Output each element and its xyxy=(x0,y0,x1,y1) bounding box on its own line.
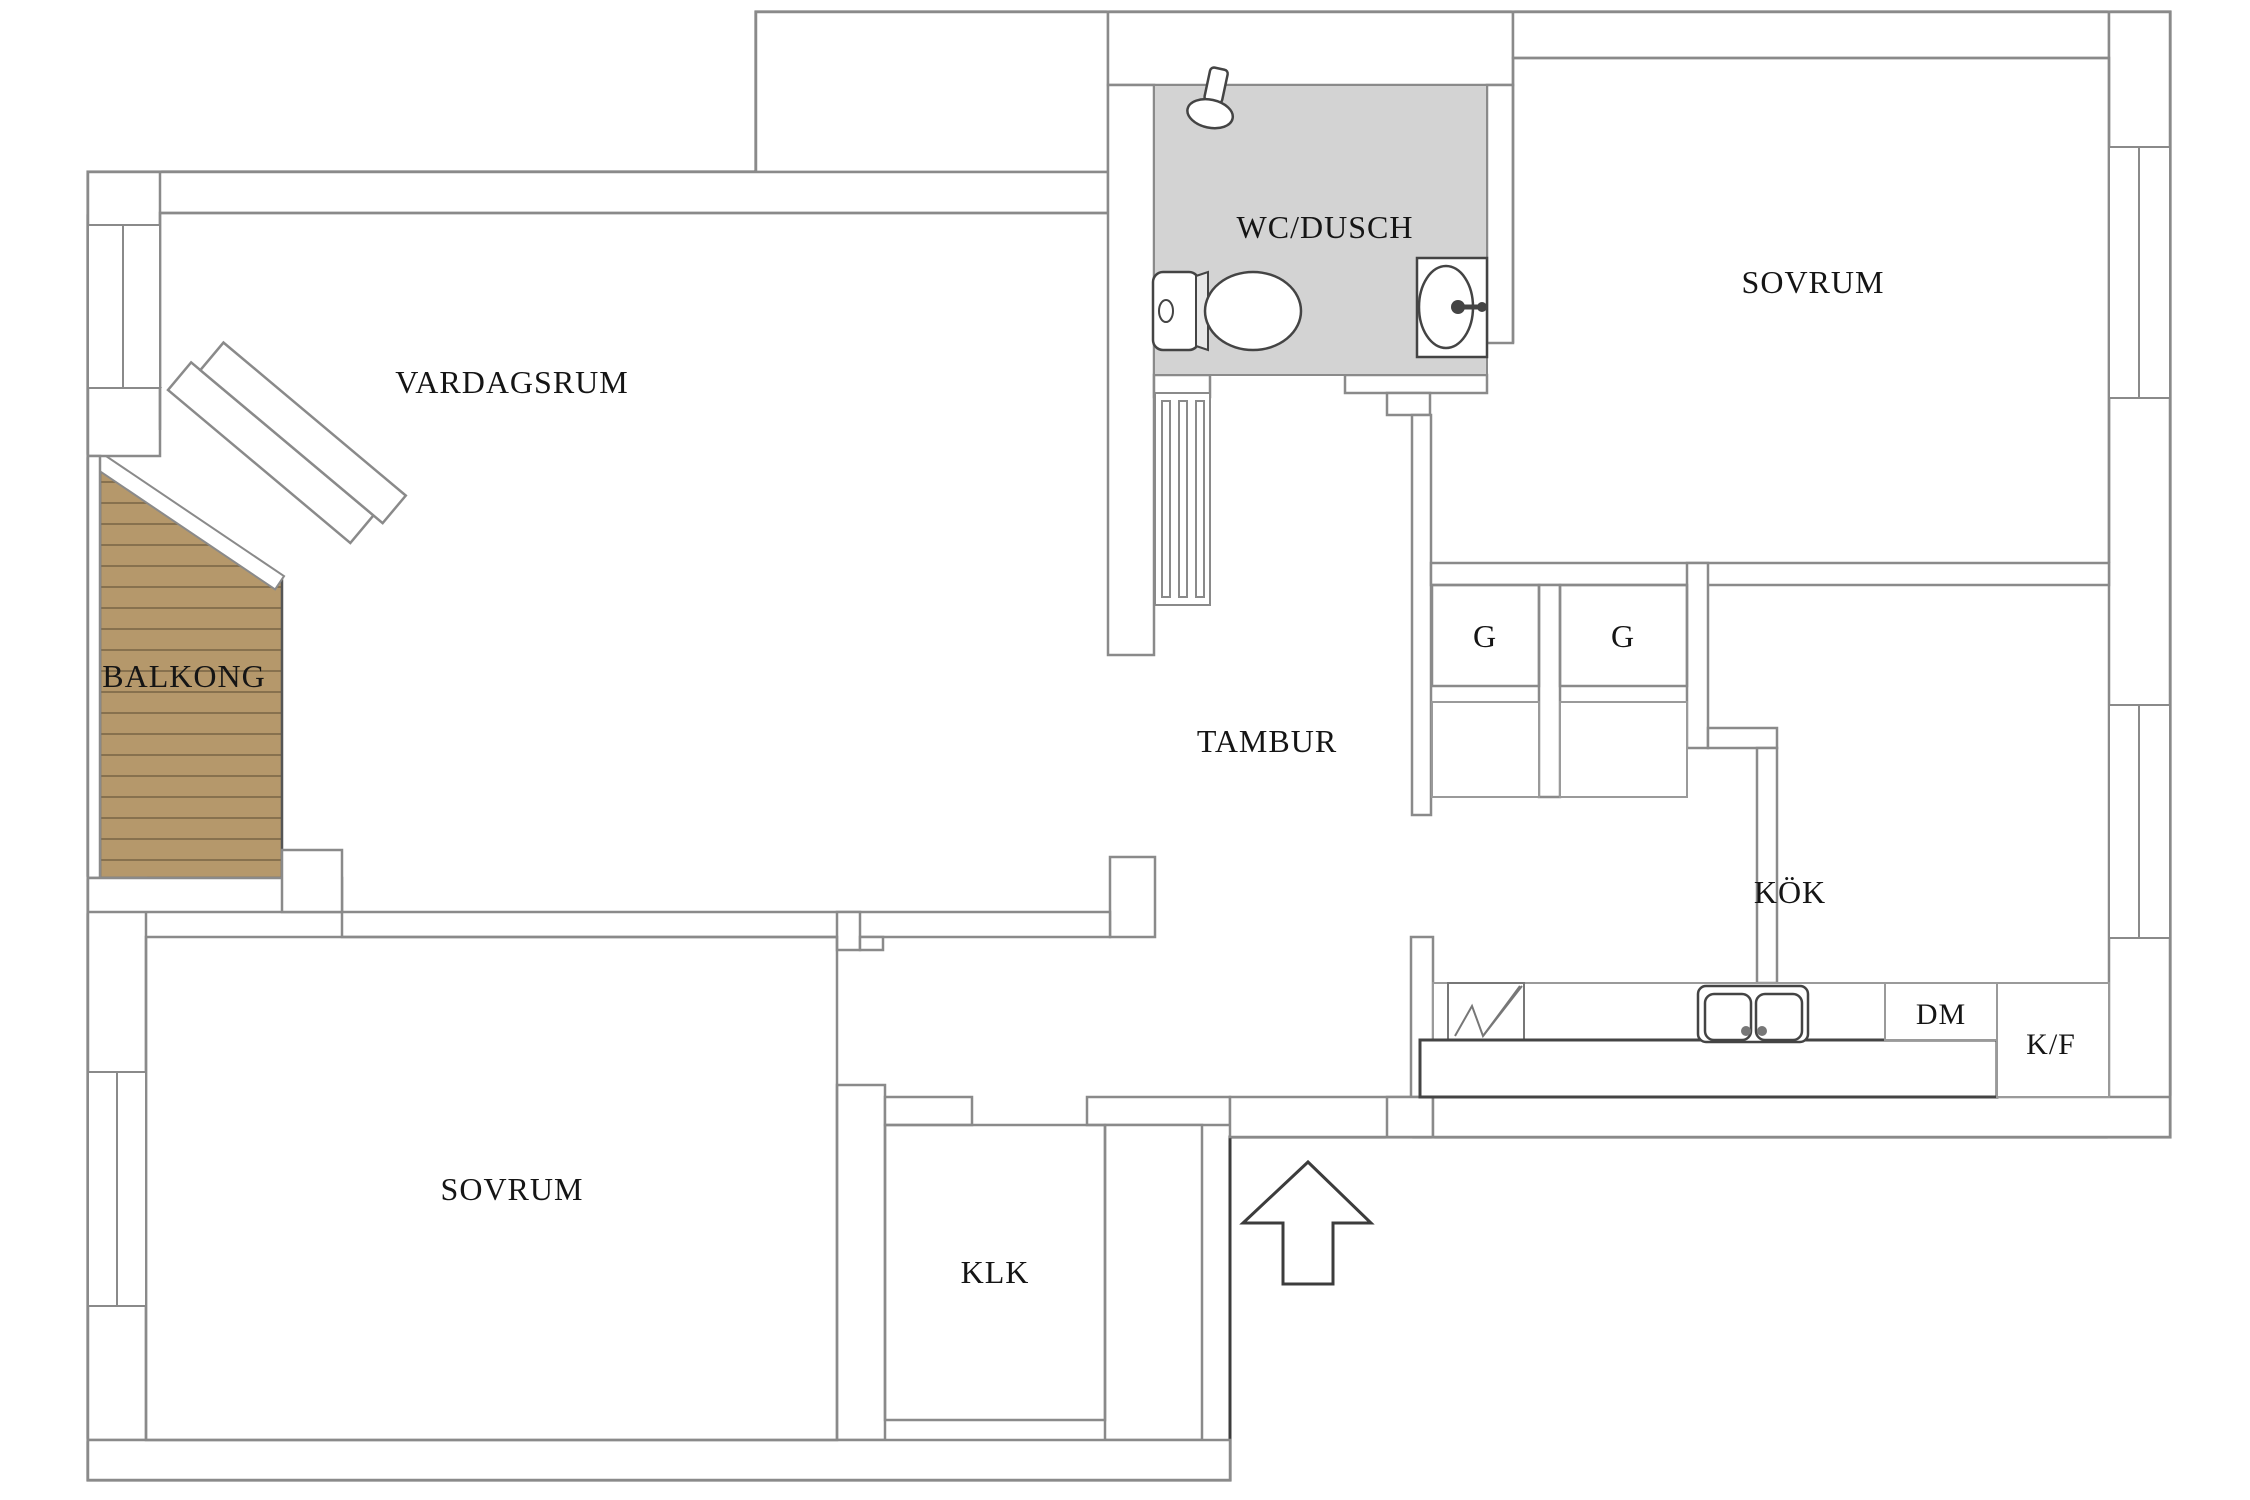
dishwasher-box xyxy=(1884,982,1998,1041)
room-klk-outline xyxy=(883,1123,1107,1422)
kitchen-fittings xyxy=(1418,982,2110,1099)
window-bedroom-bottom-left xyxy=(87,1071,147,1307)
wall-wc-south-stub xyxy=(1385,391,1432,417)
wall-klk-north-right xyxy=(1085,1095,1232,1127)
label-wc-dusch: WC/DUSCH xyxy=(1237,209,1414,245)
wall-left-balcony xyxy=(86,454,102,880)
wardrobe2-door xyxy=(1559,701,1688,798)
wall-bedroom-west xyxy=(1485,83,1515,345)
wall-klk-north-left xyxy=(883,1095,974,1127)
wall-kitchen-south xyxy=(1431,1095,2172,1139)
label-kf: K/F xyxy=(2026,1028,2076,1061)
stove-icon xyxy=(1447,982,1525,1041)
label-sovrum-bottom: SOVRUM xyxy=(441,1171,584,1207)
wall-corridor-notch xyxy=(858,935,885,952)
label-tambur: TAMBUR xyxy=(1197,723,1337,759)
window-livingroom-left xyxy=(87,224,161,389)
wall-livingroom-bottom xyxy=(340,910,1112,939)
wall-bedroom-south xyxy=(1429,561,2111,587)
wall-top-wc xyxy=(1106,10,1515,87)
labels: VARDAGSRUM BALKONG WC/DUSCH SOVRUM TAMBU… xyxy=(102,209,2076,1290)
fridge-freezer-box xyxy=(1996,982,2110,1098)
label-vardagsrum: VARDAGSRUM xyxy=(395,364,628,400)
wall-kitchen-northwest xyxy=(1685,561,1710,750)
stairwell-void xyxy=(754,10,1110,174)
window-bedroom-top-right xyxy=(2108,146,2171,399)
wall-wc-west xyxy=(1106,83,1156,657)
label-klk: KLK xyxy=(961,1254,1030,1290)
wall-kitchen-southwest xyxy=(1385,1095,1435,1139)
balcony-door-leaves xyxy=(166,340,408,545)
window-kitchen-right xyxy=(2108,704,2171,939)
label-balkong: BALKONG xyxy=(102,658,265,694)
wall-kitchen-jog xyxy=(1706,726,1779,750)
label-sovrum-top: SOVRUM xyxy=(1742,264,1885,300)
wall-top-bedroom xyxy=(1511,10,2111,60)
wet-room xyxy=(1151,66,1489,376)
room-wardrobe1-outline xyxy=(1430,583,1541,688)
label-garderob-2: G xyxy=(1611,618,1635,654)
toilet-icon xyxy=(1151,270,1303,352)
entrance-arrow-icon xyxy=(1239,1159,1375,1286)
wall-wardrobe-divider xyxy=(1537,583,1562,799)
wall-klk-east xyxy=(1103,1123,1204,1442)
wall-kitchen-west-upper xyxy=(1755,746,1779,985)
wall-entry-south xyxy=(1228,1095,1413,1139)
label-kok: KÖK xyxy=(1754,874,1826,910)
wardrobe-doors xyxy=(1431,701,1688,798)
radiator-icon xyxy=(1154,392,1211,606)
kitchen-sink-icon xyxy=(1696,984,1810,1044)
shower-icon xyxy=(1186,66,1235,130)
kitchen-counter xyxy=(1418,1038,1999,1099)
label-garderob-1: G xyxy=(1473,618,1497,654)
washbasin-icon xyxy=(1415,256,1489,359)
wall-wardrobe-west xyxy=(1410,413,1433,817)
wall-hall-west-stub xyxy=(1108,855,1157,939)
wardrobe1-door xyxy=(1431,701,1540,798)
windows xyxy=(87,146,2171,1307)
wall-bedroom2-east-stub xyxy=(835,910,862,952)
wall-balcony-southeast xyxy=(280,848,344,914)
wall-livingroom-top xyxy=(86,170,1110,215)
wall-bottom xyxy=(86,1438,1232,1482)
wall-wc-south-right xyxy=(1343,373,1489,395)
label-dm: DM xyxy=(1916,998,1966,1031)
wall-bedroom2-east xyxy=(835,1083,887,1442)
room-wardrobe2-outline xyxy=(1558,583,1689,688)
